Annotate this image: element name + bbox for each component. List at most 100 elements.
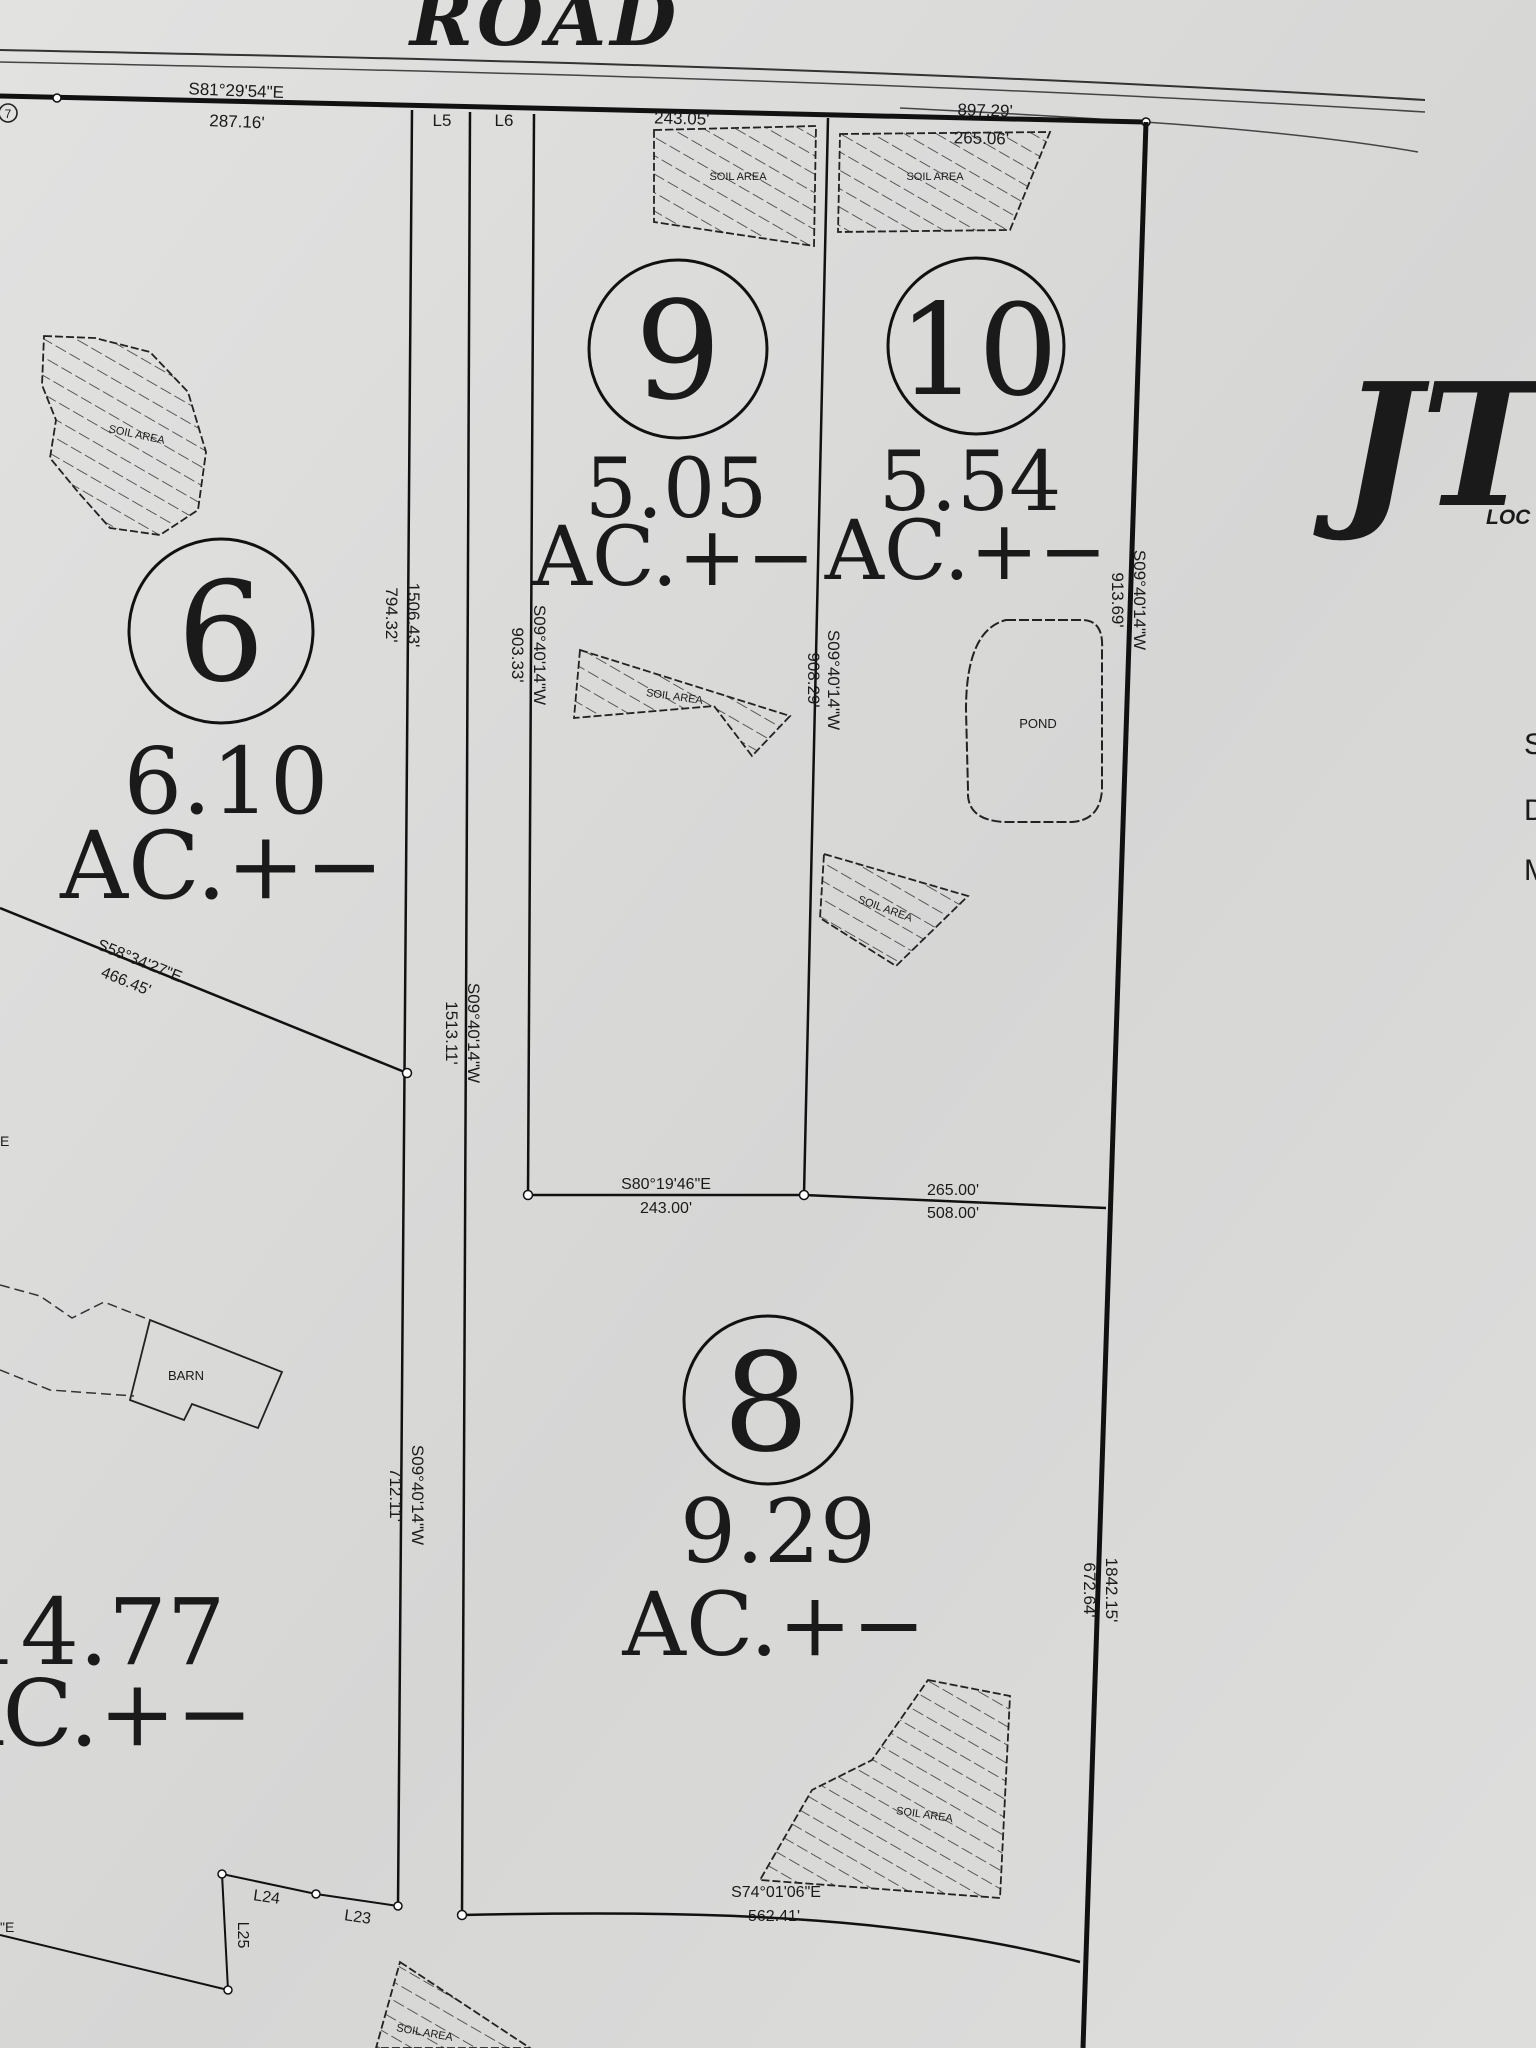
soil-area-bottom: SOIL AREA: [375, 1960, 532, 2048]
front-bearing-label: S81°29'54"E 287.16': [188, 79, 284, 132]
l5-total-distance: 1506.43': [404, 583, 423, 648]
l5-lower-bearing: S09°40'14"W: [408, 1445, 427, 1545]
lot-number: 10: [898, 277, 1058, 424]
line-label-l24: L24: [252, 1887, 281, 1908]
lot-number-circle: [886, 256, 1066, 436]
soil-area-lot8: SOIL AREA: [758, 1679, 1011, 1899]
lot-acreage-unit: AC.+−: [0, 1660, 253, 1767]
edge-fragment: E: [0, 1133, 9, 1149]
soil-area-lot6: SOIL AREA: [41, 335, 207, 536]
margin-letter: S: [1524, 728, 1536, 761]
line-label-l25: L25: [234, 1922, 251, 1949]
lot-9-label: 9 5.05 AC.+−: [532, 258, 816, 605]
edge-fragment: "E: [0, 1919, 14, 1935]
road-edge-2: [0, 61, 1426, 113]
l6-bearing: S09°40'14"W: [464, 983, 483, 1083]
corner-marker: [0, 103, 18, 123]
east-upper-bearing: S09°40'14"W: [1130, 550, 1149, 650]
line-label-l6: L6: [495, 111, 514, 130]
lot-acreage: 6.10: [124, 728, 329, 835]
soil-area-lot9-mid: SOIL AREA: [573, 648, 792, 758]
pond: POND: [964, 619, 1104, 823]
l5-part-distance: 794.32': [382, 587, 401, 642]
lot-8-label: 8 9.29 AC.+−: [621, 1314, 926, 1676]
lot6-south-boundary: [0, 906, 408, 1075]
l25-line: [221, 1873, 229, 1991]
margin-letter: M: [1524, 854, 1536, 887]
lot-acreage: 9.29: [680, 1480, 876, 1583]
lot9-east-labels: S09°40'14"W 908.29': [804, 630, 843, 730]
pond-label: POND: [1019, 716, 1057, 731]
lot-number: 8: [723, 1325, 810, 1483]
survey-pin: [401, 1067, 413, 1079]
lot9-west-bearing: S09°40'14"W: [530, 605, 549, 705]
l5-boundary: [396, 109, 414, 1907]
lot9-west-distance: 903.33': [508, 627, 527, 682]
soil-area-label: SOIL AREA: [906, 171, 964, 183]
lot-acreage-unit: AC.+−: [824, 504, 1108, 599]
lot10-south-total: 508.00': [927, 1205, 979, 1222]
lot-number-circle: [587, 258, 769, 440]
front-total-distance: 897.29': [957, 100, 1013, 120]
lot-acreage: 5.54: [879, 435, 1062, 530]
road-edge-3: [899, 107, 1419, 153]
survey-pin: [52, 93, 62, 103]
lot9-10-boundary: [802, 117, 830, 1196]
lot8-south-boundary: [461, 1912, 1081, 1964]
lot9-south-distance: 243.00': [640, 1200, 692, 1217]
soil-area-label: SOIL AREA: [709, 171, 767, 183]
lot9-front-distance: 243.05': [654, 108, 710, 128]
front-bearing: S81°29'54"E: [188, 79, 284, 102]
lot-number: 9: [635, 273, 722, 431]
margin-letter: D: [1524, 794, 1536, 827]
east-lower-part: 672.64': [1080, 1562, 1099, 1617]
lot-acreage-unit: AC.+−: [59, 812, 384, 921]
barn: BARN: [0, 1284, 284, 1430]
soil-area-lot10-mid: SOIL AREA: [819, 852, 970, 968]
survey-pin: [522, 1189, 534, 1201]
lot-number-circle: [127, 537, 315, 725]
lot8-south-bearing: S74°01'06"E: [731, 1884, 821, 1901]
lot10-south-distance: 265.00': [927, 1182, 979, 1199]
barn-label: BARN: [168, 1368, 204, 1383]
lot-number: 6: [177, 552, 265, 713]
lot-10-label: 10 5.54 AC.+−: [824, 256, 1108, 599]
lot9-east-distance: 908.29': [804, 652, 823, 707]
title-block-heading: JT: [1313, 346, 1536, 546]
lot-number-circle: [682, 1314, 854, 1486]
l5-lower-distance: 712.11': [386, 1468, 405, 1522]
east-lower-total: 1842.15': [1102, 1558, 1121, 1623]
lot9-south-bearing: S80°19'46"E: [621, 1176, 711, 1193]
line-label-l5: L5: [433, 111, 452, 130]
road-name: ROAD: [408, 0, 680, 63]
lot-acreage-unit: AC.+−: [532, 510, 816, 605]
title-block-subheading: LOC: [1486, 506, 1531, 529]
lot-acreage-unit: AC.+−: [621, 1573, 925, 1676]
lot8-south-distance: 562.41': [748, 1908, 800, 1925]
l6-distance: 1513.11': [442, 1001, 461, 1064]
l6-labels: S09°40'14"W 1513.11': [442, 983, 483, 1083]
soil-area-lot10-front: SOIL AREA: [837, 131, 1052, 233]
road-edge-1: [0, 49, 1426, 101]
east-upper-labels: S09°40'14"W 913.69': [1108, 550, 1149, 650]
lot9-west-labels: S09°40'14"W 903.33': [508, 605, 549, 705]
lower-left-boundary: [0, 1934, 229, 1991]
east-upper-distance: 913.69': [1108, 572, 1127, 627]
lot-acreage: 5.05: [585, 442, 768, 537]
survey-pin: [217, 1869, 227, 1879]
lot-6-label: 6 6.10 AC.+−: [59, 537, 384, 921]
survey-pin: [798, 1189, 810, 1201]
front-boundary: [0, 93, 1147, 125]
lot9-east-bearing: S09°40'14"W: [824, 630, 843, 730]
survey-pin: [223, 1985, 233, 1995]
front-distance: 287.16': [209, 111, 265, 132]
survey-pin: [393, 1901, 403, 1911]
east-boundary: [1080, 121, 1149, 2048]
l5-lower-labels: S09°40'14"W 712.11': [386, 1445, 427, 1545]
survey-pin: [311, 1889, 321, 1899]
lot-acreage: 14.77: [0, 1579, 225, 1686]
lot9-west-boundary: [526, 113, 536, 1196]
east-lower-labels: 1842.15' 672.64': [1080, 1558, 1121, 1623]
l5-upper-labels: 1506.43' 794.32': [382, 583, 423, 648]
